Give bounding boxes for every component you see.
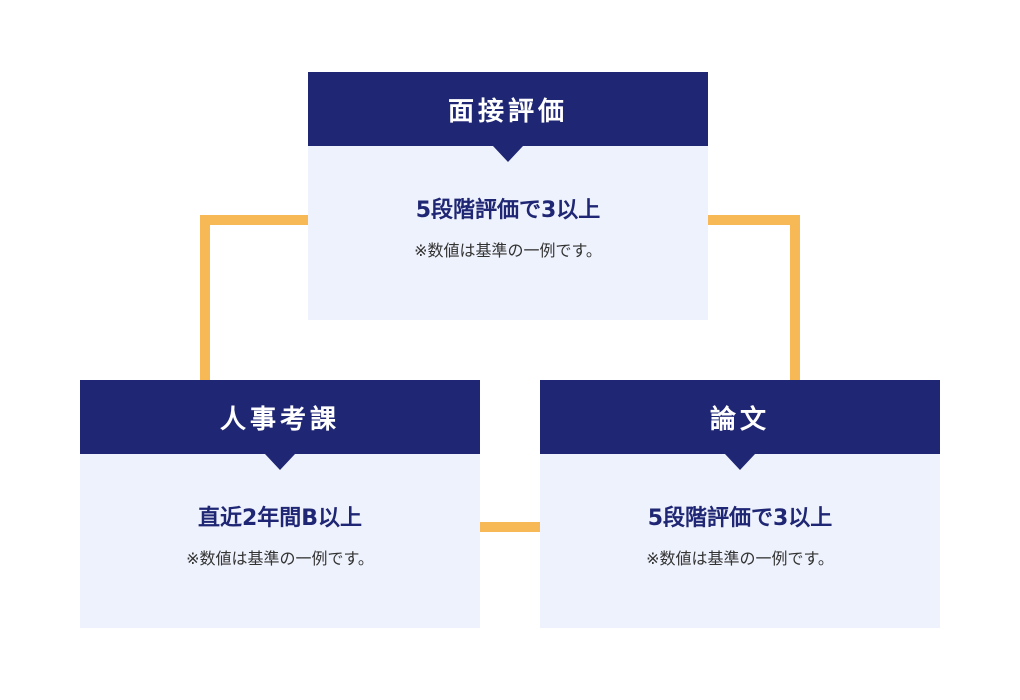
connector-interview-to-essay [708, 215, 800, 380]
card-title: 人事考課 [219, 404, 340, 435]
card-note: ※数値は基準の一例です。 [186, 549, 374, 568]
card-criterion: 5段階評価で3以上 [647, 506, 833, 531]
card-header: 人事考課 [80, 380, 480, 470]
card-personnel-evaluation: 人事考課 直近2年間B以上 ※数値は基準の一例です。 [80, 380, 480, 628]
card-criterion: 5段階評価で3以上 [415, 198, 601, 223]
card-header: 論文 [540, 380, 940, 470]
card-note: ※数値は基準の一例です。 [414, 241, 602, 260]
card-body: 直近2年間B以上 ※数値は基準の一例です。 [80, 454, 480, 570]
pointer-triangle-icon [265, 454, 295, 470]
card-title: 論文 [709, 404, 770, 435]
card-note: ※数値は基準の一例です。 [646, 549, 834, 568]
card-header: 面接評価 [308, 72, 708, 162]
connector-interview-to-personnel [200, 215, 308, 380]
card-interview-evaluation: 面接評価 5段階評価で3以上 ※数値は基準の一例です。 [308, 72, 708, 320]
pointer-triangle-icon [493, 146, 523, 162]
card-title: 面接評価 [447, 96, 568, 127]
card-body: 5段階評価で3以上 ※数値は基準の一例です。 [308, 146, 708, 262]
card-criterion: 直近2年間B以上 [197, 506, 363, 531]
pointer-triangle-icon [725, 454, 755, 470]
card-essay: 論文 5段階評価で3以上 ※数値は基準の一例です。 [540, 380, 940, 628]
card-body: 5段階評価で3以上 ※数値は基準の一例です。 [540, 454, 940, 570]
